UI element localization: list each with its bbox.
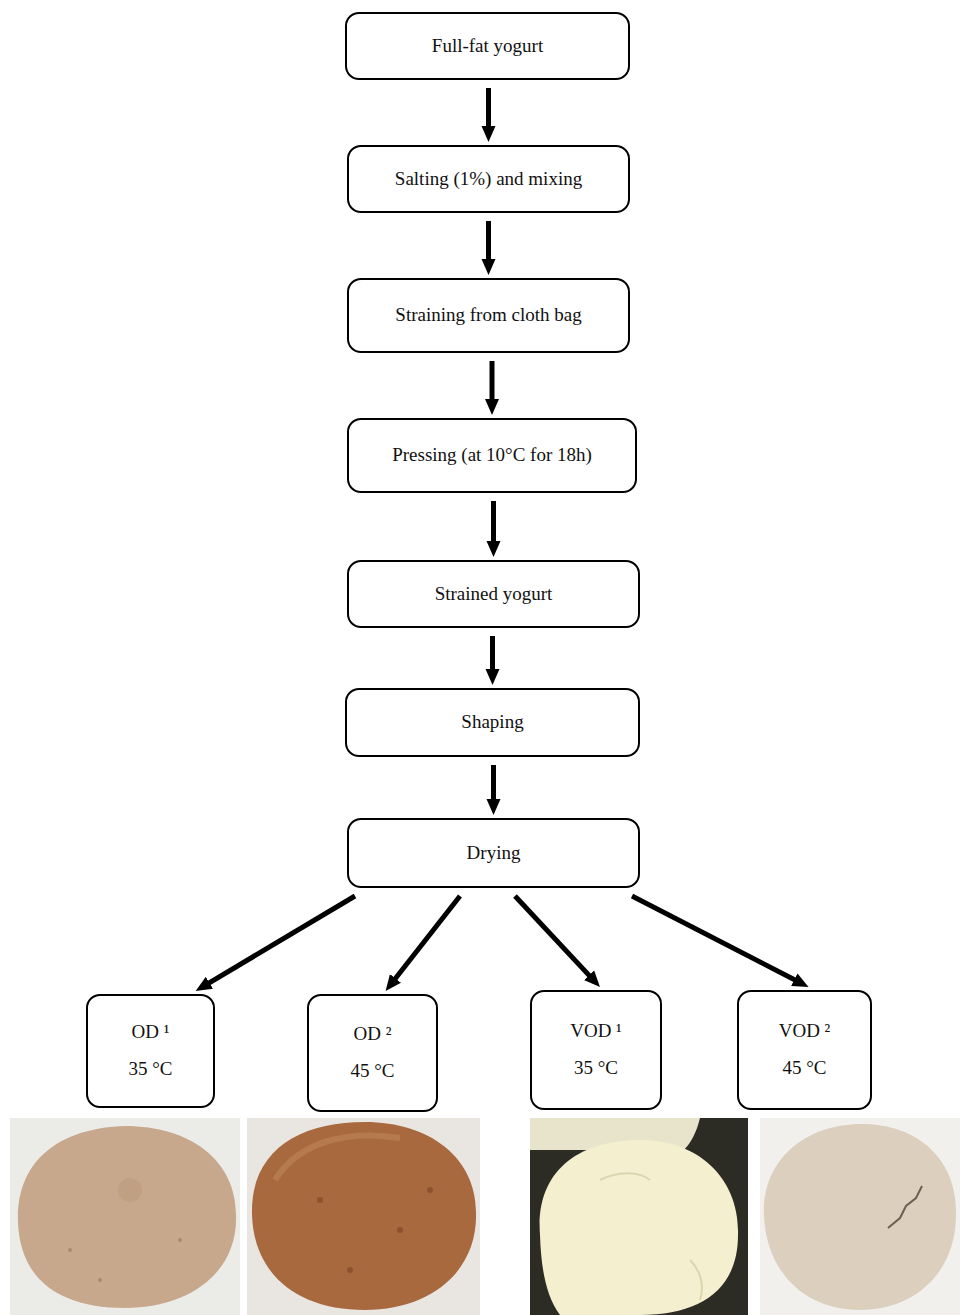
node-text: 45 °C (782, 1057, 826, 1080)
process-box: Drying (347, 818, 640, 888)
process-box: Straining from cloth bag (347, 278, 630, 353)
node-text: 35 °C (574, 1057, 618, 1080)
flow-arrow (490, 361, 495, 408)
node-text: Shaping (461, 711, 523, 734)
node-text: OD ¹ (132, 1021, 170, 1044)
result-box: OD ² 45 °C (307, 994, 438, 1112)
flow-arrow (490, 636, 495, 678)
flow-arrow (486, 88, 491, 135)
flow-arrow (390, 896, 460, 985)
result-box: OD ¹ 35 °C (86, 994, 215, 1108)
node-text: 45 °C (350, 1060, 394, 1083)
process-box: Salting (1%) and mixing (347, 145, 630, 213)
result-box: VOD ² 45 °C (737, 990, 872, 1110)
process-box: Strained yogurt (347, 560, 640, 628)
flow-arrow (202, 896, 355, 987)
flow-arrow (515, 896, 595, 982)
process-box: Full-fat yogurt (345, 12, 630, 80)
flow-arrow (486, 221, 491, 268)
flow-arrow (491, 501, 496, 550)
process-box: Pressing (at 10°C for 18h) (347, 418, 637, 493)
photo-od1 (10, 1118, 240, 1315)
flow-arrow (491, 765, 496, 808)
result-box: VOD ¹ 35 °C (530, 990, 662, 1110)
node-text: Drying (467, 842, 521, 865)
node-text: VOD ² (779, 1020, 831, 1043)
photo-od2 (247, 1118, 480, 1315)
node-text: Strained yogurt (435, 583, 553, 606)
node-text: OD ² (354, 1023, 392, 1046)
node-text: Straining from cloth bag (395, 304, 581, 327)
node-text: VOD ¹ (570, 1020, 622, 1043)
photo-vod1 (530, 1118, 748, 1315)
node-text: Salting (1%) and mixing (395, 168, 582, 191)
photo-vod2 (760, 1118, 960, 1315)
node-text: Full-fat yogurt (432, 35, 543, 58)
process-box: Shaping (345, 688, 640, 757)
node-text: 35 °C (128, 1058, 172, 1081)
node-text: Pressing (at 10°C for 18h) (392, 444, 592, 467)
flow-arrow (632, 896, 802, 984)
